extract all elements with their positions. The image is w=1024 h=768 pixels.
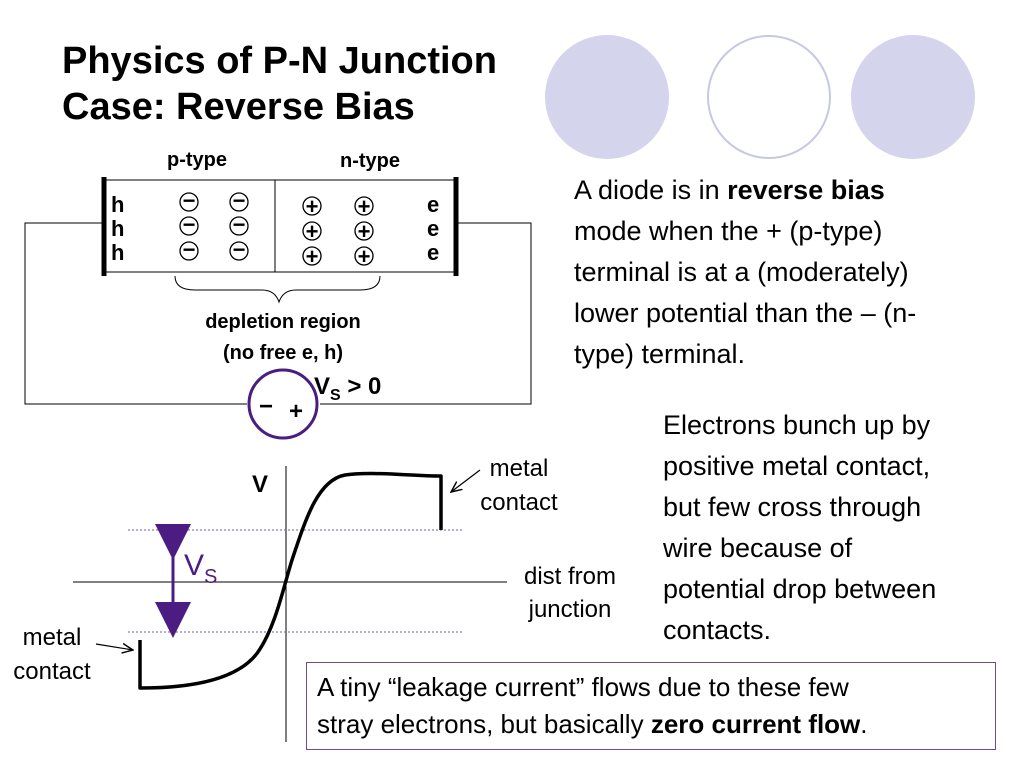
slide-title: Physics of P-N Junction Case: Reverse Bi… (62, 38, 497, 130)
vs-condition: VS > 0 (314, 373, 381, 404)
battery-plus: + (289, 398, 303, 425)
electrons-line-6: contacts. (663, 615, 772, 645)
depletion-label: depletion region (205, 311, 361, 333)
hole-label: h (111, 192, 124, 217)
electrons-line-5: potential drop between (663, 574, 937, 604)
negative-ion (229, 241, 249, 261)
potential-plot: VS V dist from junction metal contact me… (13, 455, 616, 742)
electrons-line-1: Electrons bunch up by (663, 410, 931, 440)
x-axis-label-line-2: junction (528, 596, 612, 623)
negative-ion (229, 216, 249, 236)
intro-line-5: type) terminal. (574, 339, 746, 369)
leakage-period: . (860, 709, 868, 739)
decor-circle-2 (707, 35, 831, 159)
decor-circle-1 (545, 35, 669, 159)
ion-sign: + (306, 219, 319, 244)
depletion-sublabel: (no free e, h) (223, 342, 343, 364)
p-type-label: p-type (167, 149, 227, 171)
potential-curve (138, 471, 443, 690)
zero-current-emphasis: zero current flow (650, 709, 861, 739)
vs-label: VS (184, 549, 217, 588)
circuit-wire-left (24, 222, 247, 405)
hole-label: h (111, 240, 124, 265)
leakage-note: A tiny “leakage current” flows due to th… (306, 662, 996, 750)
ion-sign: + (358, 244, 371, 269)
intro-line-3: terminal is at a (moderately) (574, 257, 909, 287)
intro-line-2: mode when the + (p-type) (574, 216, 883, 246)
intro-paragraph: A diode is in reverse bias mode when the… (574, 170, 916, 375)
intro-line-1-text: A diode is in (574, 175, 728, 205)
depletion-brace (174, 275, 381, 304)
negative-ions (179, 192, 249, 261)
ion-sign: − (233, 237, 246, 262)
y-axis-label: V (252, 471, 268, 498)
positive-ions (302, 196, 374, 266)
junction-diagram: p-type n-type h h h e e e − − − − − − + … (24, 149, 532, 440)
x-axis-label-line-1: dist from (524, 563, 616, 590)
ion-sign: − (183, 188, 196, 213)
positive-ion (302, 246, 322, 266)
negative-ion (179, 192, 199, 212)
electrons-line-3: but few cross through (663, 492, 922, 522)
ion-sign: − (233, 212, 246, 237)
leakage-line-2-text: stray electrons, but basically (317, 709, 651, 739)
positive-ion (354, 221, 374, 241)
left-contact-label-line-1: metal (23, 624, 82, 651)
positive-ion (354, 196, 374, 216)
ion-sign: + (306, 244, 319, 269)
decor-circle-3 (851, 35, 975, 159)
ion-sign: + (306, 194, 319, 219)
electrons-line-2: positive metal contact, (663, 451, 931, 481)
electron-label: e (427, 192, 439, 217)
right-contact-label-line-2: contact (480, 489, 558, 516)
reverse-bias-emphasis: reverse bias (727, 175, 885, 205)
ion-sign: − (183, 237, 196, 262)
leakage-line-2: stray electrons, but basically zero curr… (317, 706, 985, 743)
n-type-label: n-type (340, 150, 400, 172)
negative-ion (229, 192, 249, 212)
intro-line-4: lower potential than the – (n- (574, 298, 917, 328)
ion-sign: + (358, 219, 371, 244)
intro-line-1: A diode is in reverse bias (574, 170, 916, 211)
title-line-1: Physics of P-N Junction (62, 40, 497, 82)
circuit-wire-right (320, 222, 532, 405)
positive-ion (354, 246, 374, 266)
electron-label: e (427, 240, 439, 265)
negative-ion (179, 241, 199, 261)
battery-symbol (247, 368, 319, 440)
battery-minus: − (259, 393, 273, 420)
ion-sign: − (233, 188, 246, 213)
left-contact-pointer (95, 644, 133, 650)
right-contact-pointer (451, 469, 481, 492)
ion-sign: − (183, 212, 196, 237)
positive-ion (302, 221, 322, 241)
negative-ion (179, 216, 199, 236)
electron-label: e (427, 216, 439, 241)
hole-label: h (111, 216, 124, 241)
positive-ion (302, 196, 322, 216)
leakage-line-1: A tiny “leakage current” flows due to th… (317, 672, 849, 702)
electrons-line-4: wire because of (663, 533, 853, 563)
right-contact-label-line-1: metal (490, 455, 549, 482)
left-contact-label-line-2: contact (13, 658, 91, 685)
ion-sign: + (358, 194, 371, 219)
electrons-paragraph: Electrons bunch up by positive metal con… (663, 405, 936, 651)
title-line-2: Case: Reverse Bias (62, 86, 415, 128)
